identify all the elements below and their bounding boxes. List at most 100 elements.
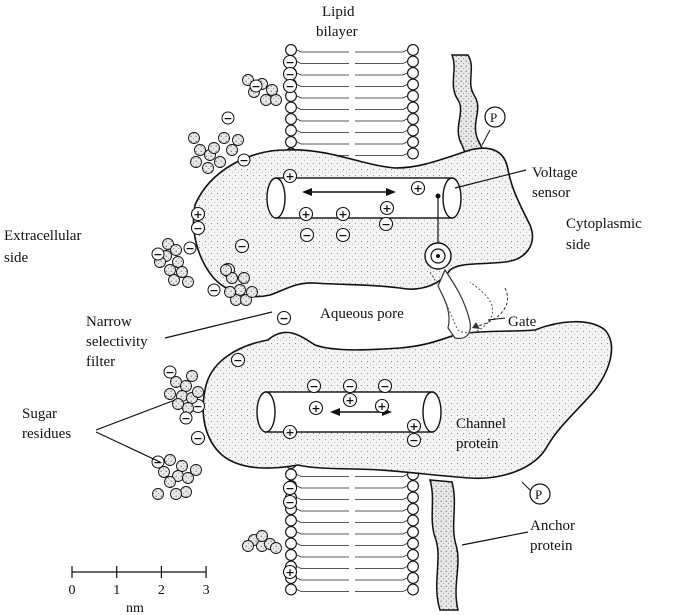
scale-tick-label-2: 2	[158, 583, 165, 598]
svg-text:−: −	[380, 380, 389, 393]
sugar-cluster-sugar-lower-charge-0: −	[151, 455, 165, 469]
svg-text:−: −	[279, 312, 288, 325]
label-aqueous-pore: Aqueous pore	[320, 306, 404, 322]
svg-text:+: +	[382, 202, 391, 215]
sugar-cluster-top: −−	[188, 111, 251, 174]
label-gate: Gate	[508, 314, 537, 330]
label-extracellular: Extracellular	[4, 228, 81, 244]
charge-minus-21: −	[377, 378, 393, 394]
scale-tick-label-3: 3	[203, 583, 210, 598]
svg-text:−: −	[181, 412, 190, 425]
svg-text:−: −	[409, 434, 418, 447]
label-sensor: sensor	[532, 185, 570, 201]
sugar-cluster-left-upper-charge-0: −	[151, 247, 165, 261]
label-lipid: Lipid	[322, 4, 355, 20]
scale-tick-label-0: 0	[69, 583, 76, 598]
svg-text:−: −	[251, 80, 260, 93]
charge-minus-27: −	[406, 432, 422, 448]
charge-minus-28: −	[282, 480, 298, 496]
charge-plus-23: +	[342, 392, 358, 408]
charge-minus-16: −	[230, 352, 246, 368]
charge-minus-12: −	[190, 220, 206, 236]
charge-minus-20: −	[342, 378, 358, 394]
svg-text:+: +	[345, 394, 354, 407]
svg-text:+: +	[409, 420, 418, 433]
charge-plus-24: +	[374, 398, 390, 414]
sugar-cluster-left-lower-charge-0: −	[207, 283, 221, 297]
charge-plus-25: +	[282, 424, 298, 440]
label-selectivity: selectivity	[86, 334, 148, 350]
label-sugar: Sugar	[22, 406, 57, 422]
phosphate-marker-upper: P	[481, 106, 506, 146]
charge-minus-19: −	[306, 378, 322, 394]
label-residues: residues	[22, 426, 71, 442]
svg-text:+: +	[285, 426, 294, 439]
charge-plus-30: +	[282, 564, 298, 580]
svg-text:−: −	[153, 456, 162, 469]
label-bilayer: bilayer	[316, 24, 358, 40]
voltage-sensor-motion-arrow	[302, 188, 396, 196]
svg-text:−: −	[193, 400, 202, 413]
gate-motion-arrow	[477, 287, 509, 327]
voltage-sensor-cylinder	[266, 177, 462, 219]
charge-plus-3: +	[335, 206, 351, 222]
svg-text:−: −	[302, 229, 311, 242]
charge-plus-11: +	[190, 206, 206, 222]
svg-text:−: −	[209, 284, 218, 297]
charge-minus-6: −	[335, 227, 351, 243]
sugar-cluster-bilayer-bottom	[242, 530, 282, 554]
svg-text:+: +	[285, 170, 294, 183]
svg-text:−: −	[285, 56, 294, 69]
svg-text:−: −	[193, 222, 202, 235]
scale-unit: nm	[126, 601, 144, 615]
svg-text:+: +	[311, 402, 320, 415]
charge-minus-13: −	[234, 238, 250, 254]
label-voltage: Voltage	[532, 165, 578, 181]
svg-text:+: +	[285, 566, 294, 579]
svg-text:−: −	[153, 248, 162, 261]
svg-text:−: −	[223, 112, 232, 125]
sugar-cluster-top-charge-1: −	[237, 153, 251, 167]
svg-text:−: −	[338, 229, 347, 242]
voltage-sensor-ring	[424, 193, 452, 270]
charge-minus-7: −	[378, 216, 394, 232]
sugar-cluster-left-lower: −	[207, 264, 258, 306]
scale-tick-label-1: 1	[113, 583, 120, 598]
label-channel: Channel	[456, 416, 506, 432]
narrow-filter-leader	[164, 311, 273, 339]
voltage-sensor-leader	[454, 169, 527, 189]
svg-text:−: −	[285, 496, 294, 509]
label-narrow: Narrow	[86, 314, 132, 330]
label-protein: protein	[456, 436, 499, 452]
charge-minus-10: −	[282, 78, 298, 94]
svg-text:−: −	[237, 240, 246, 253]
charge-plus-2: +	[298, 206, 314, 222]
anchor-leader	[461, 531, 529, 546]
svg-text:−: −	[239, 154, 248, 167]
svg-text:−: −	[285, 80, 294, 93]
sugar-residues: −−−−−−−−−	[151, 74, 282, 554]
gate-motion-arrowhead	[472, 322, 480, 329]
svg-text:−: −	[309, 380, 318, 393]
svg-text:+: +	[193, 208, 202, 221]
charge-plus-22: +	[308, 400, 324, 416]
charge-minus-15: −	[276, 310, 292, 326]
label-extracellular-side: side	[4, 250, 29, 266]
charge-plus-0: +	[282, 168, 298, 184]
sugar-cluster-bilayer-top: −	[242, 74, 282, 106]
label-anchor-protein: protein	[530, 538, 573, 554]
gate-flap-outline	[429, 271, 494, 334]
svg-text:−: −	[185, 242, 194, 255]
gate-flap	[437, 268, 471, 340]
sugar-cluster-top-charge-0: −	[221, 111, 235, 125]
svg-text:+: +	[413, 182, 422, 195]
sugar-cluster-sugar-upper-charge-1: −	[179, 411, 193, 425]
svg-text:−: −	[285, 482, 294, 495]
sugar-leader-upper	[95, 399, 176, 431]
label-cytoplasmic: Cytoplasmic	[566, 216, 642, 232]
svg-text:−: −	[233, 354, 242, 367]
svg-text:+: +	[377, 400, 386, 413]
svg-text:+: +	[301, 208, 310, 221]
